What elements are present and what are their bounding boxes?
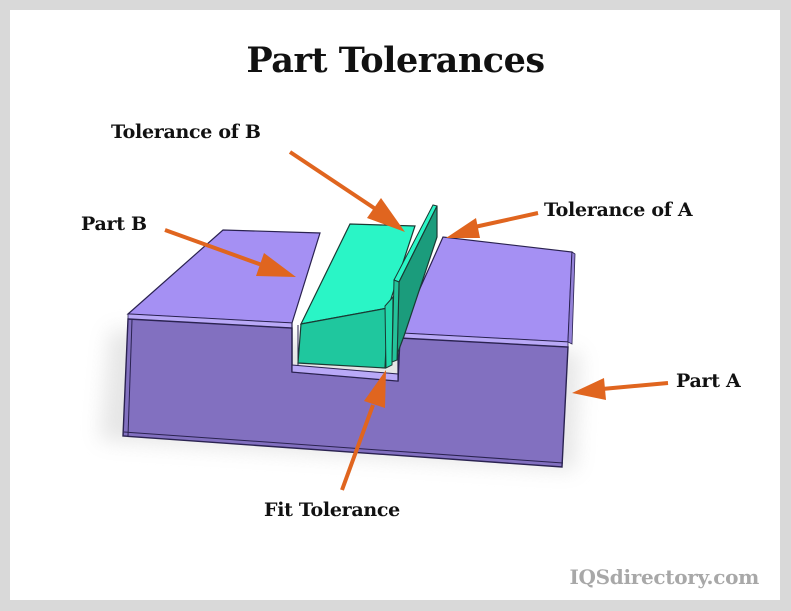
arrow-fit-tolerance	[340, 370, 386, 491]
diagram-title: Part Tolerances	[246, 40, 545, 81]
tolerance-plate	[391, 204, 438, 363]
label-tolerance-of-b: Tolerance of B	[111, 121, 261, 143]
label-part-b: Part B	[81, 213, 147, 235]
label-part-a: Part A	[676, 370, 741, 392]
arrow-tolerance-of-b	[288, 150, 405, 232]
part-b	[297, 223, 416, 369]
arrow-part-b	[164, 228, 296, 277]
arrow-part-a	[572, 378, 669, 400]
label-tolerance-of-a: Tolerance of A	[544, 199, 693, 221]
arrow-tolerance-of-a	[446, 211, 539, 238]
label-fit-tolerance: Fit Tolerance	[264, 499, 400, 521]
watermark: IQSdirectory.com	[569, 565, 759, 589]
part-a	[122, 229, 576, 468]
part-b-front	[297, 307, 389, 369]
